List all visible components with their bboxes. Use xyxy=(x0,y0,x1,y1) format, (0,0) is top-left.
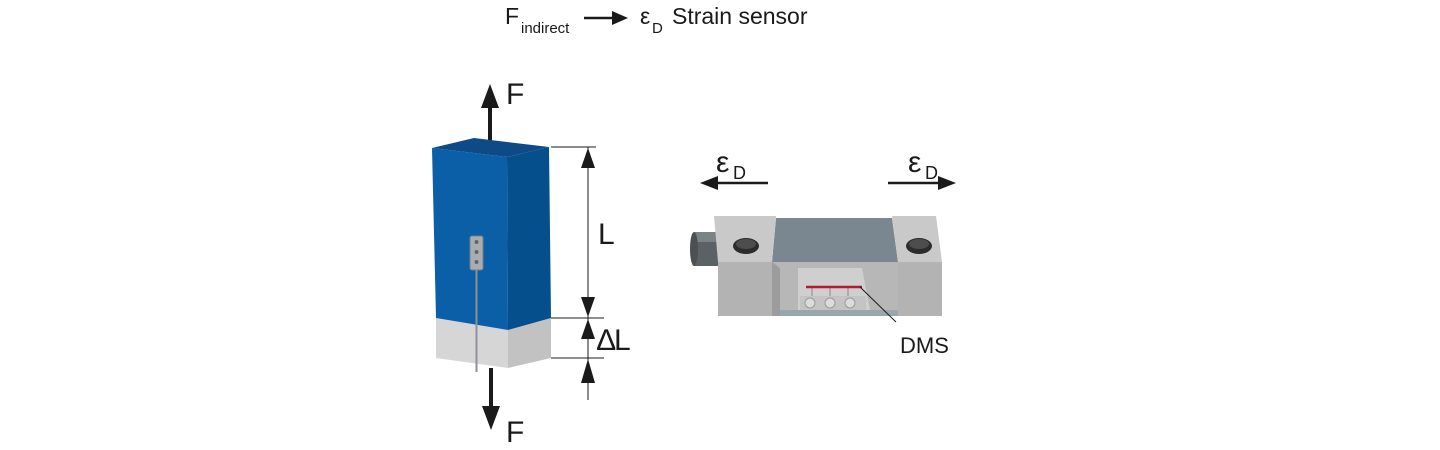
strain-left-subscript: D xyxy=(733,163,746,183)
dms-label: DMS xyxy=(900,333,949,358)
strain-arrow-right xyxy=(888,176,956,190)
block-base-front xyxy=(436,318,508,368)
force-top-label: F xyxy=(506,78,524,111)
strain-right-subscript: D xyxy=(925,163,938,183)
force-bottom-label: F xyxy=(506,416,524,449)
sensor-bottom-edge xyxy=(772,310,898,316)
length-label: L xyxy=(598,218,615,251)
strain-gauge-on-block xyxy=(469,235,484,372)
delta-length-label: L xyxy=(614,324,631,357)
loaded-block-figure: F F xyxy=(432,78,631,449)
delta-symbol: ∆ xyxy=(597,324,616,357)
length-dimension-arrows xyxy=(581,148,595,383)
title-f-symbol: F xyxy=(505,3,519,29)
title-f-subscript: indirect xyxy=(521,20,570,37)
sensor-left-end-front xyxy=(718,262,772,316)
dimension-lines xyxy=(551,146,604,400)
title-epsilon-subscript: D xyxy=(652,20,663,37)
title-text: Strain sensor xyxy=(672,3,808,29)
sensor-left-end-side xyxy=(772,262,780,316)
strain-left-symbol: ε xyxy=(716,146,729,179)
title-arrow xyxy=(584,11,628,25)
force-arrow-down xyxy=(482,368,500,430)
dms-callout-line xyxy=(859,286,897,323)
title-group: F indirect ε D Strain sensor xyxy=(505,3,808,37)
block-base-side xyxy=(508,318,551,368)
strain-right-symbol: ε xyxy=(908,146,921,179)
dms-pocket xyxy=(798,268,870,310)
force-arrow-up xyxy=(481,84,499,148)
strain-sensor-figure: ε D ε D xyxy=(690,146,956,358)
sensor-right-end-front xyxy=(898,262,942,316)
sensor-top-plate xyxy=(772,218,898,262)
block-side-face xyxy=(507,147,551,330)
block-top-face xyxy=(432,138,549,157)
strain-arrow-left xyxy=(700,176,768,190)
title-epsilon-symbol: ε xyxy=(640,3,650,29)
